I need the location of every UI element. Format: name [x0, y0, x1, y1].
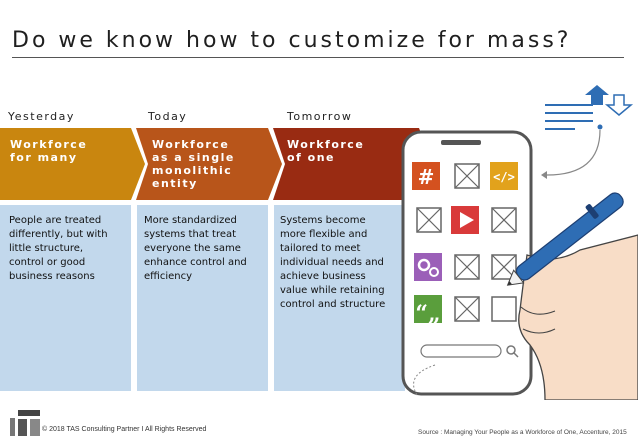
chevron-yesterday: Workforce for many — [0, 128, 145, 200]
source-citation: Source : Managing Your People as a Workf… — [418, 429, 627, 436]
description-tomorrow: Systems become more flexible and tailore… — [280, 214, 385, 312]
svg-text:“„: “„ — [415, 301, 440, 327]
phone-illustration: # </> “„ — [395, 75, 638, 400]
chevron-label-tomorrow: Workforce of one — [287, 138, 364, 164]
description-today: More standardized systems that treat eve… — [144, 214, 247, 284]
svg-text:#: # — [418, 165, 435, 189]
copyright-footer: © 2018 TAS Consulting Partner I All Righ… — [42, 426, 206, 433]
chevron-today: Workforce as a single monolithic entity — [136, 128, 282, 200]
chevron-label-yesterday: Workforce for many — [10, 138, 87, 164]
page-title: Do we know how to customize for mass? — [12, 28, 571, 53]
title-divider — [12, 57, 624, 58]
chevron-label-today: Workforce as a single monolithic entity — [152, 138, 235, 190]
heading-tomorrow: Tomorrow — [287, 110, 352, 123]
svg-text:</>: </> — [493, 170, 515, 184]
description-yesterday: People are treated differently, but with… — [9, 214, 108, 284]
company-logo — [10, 410, 40, 436]
heading-yesterday: Yesterday — [8, 110, 75, 123]
heading-today: Today — [148, 110, 187, 123]
